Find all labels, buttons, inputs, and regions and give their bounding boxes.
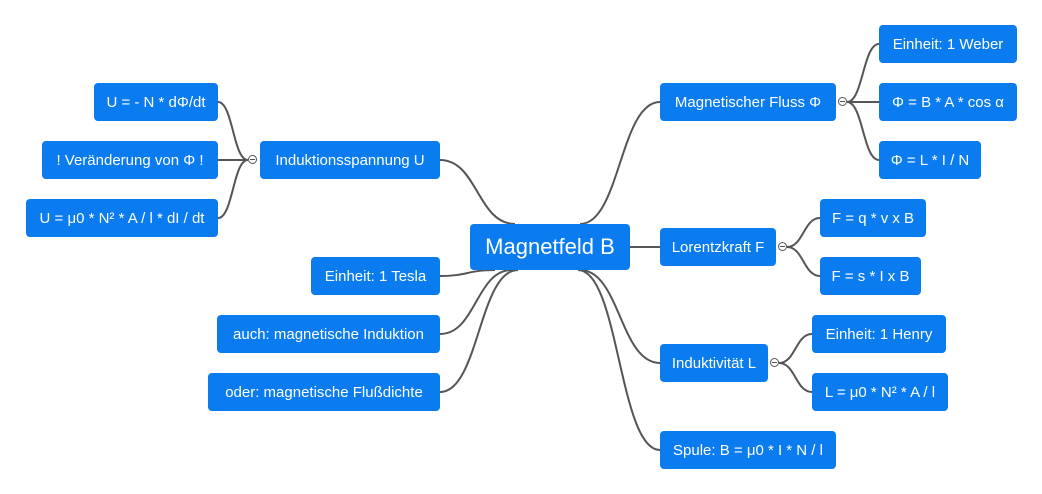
- node-einheit-henry[interactable]: Einheit: 1 Henry: [812, 315, 946, 353]
- connector-line: [846, 101, 880, 161]
- connector-line: [439, 159, 516, 225]
- connector-line: [577, 269, 661, 451]
- node-spule[interactable]: Spule: B = μ0 * I * N / l: [660, 431, 836, 469]
- node-fluss-formel[interactable]: Φ = B * A * cos α: [879, 83, 1017, 121]
- node-induktion-formel[interactable]: U = - N * dΦ/dt: [94, 83, 218, 121]
- node-lorentz-formel-2[interactable]: F = s * I x B: [820, 257, 921, 295]
- node-induktion-formel-2[interactable]: U = μ0 * N² * A / l * dI / dt: [26, 199, 218, 237]
- connector-line: [439, 269, 513, 335]
- node-induktivitaet[interactable]: Induktivität L: [660, 344, 768, 382]
- connector-line: [778, 362, 813, 393]
- connector-line: [439, 269, 496, 277]
- connector-line: [786, 217, 821, 248]
- node-lorentzkraft[interactable]: Lorentzkraft F: [660, 228, 776, 266]
- collapse-toggle-icon[interactable]: [778, 242, 787, 251]
- node-magnetische-induktion[interactable]: auch: magnetische Induktion: [217, 315, 440, 353]
- connector-line: [778, 333, 813, 364]
- node-magnetische-flussdichte[interactable]: oder: magnetische Flußdichte: [208, 373, 440, 411]
- node-lorentz-formel[interactable]: F = q * v x B: [820, 199, 926, 237]
- node-veraenderung-phi[interactable]: ! Veränderung von Φ !: [42, 141, 218, 179]
- connector-line: [439, 269, 519, 393]
- node-magnetischer-fluss[interactable]: Magnetischer Fluss Φ: [660, 83, 836, 121]
- collapse-toggle-icon[interactable]: [838, 97, 847, 106]
- connector-line: [846, 43, 880, 103]
- node-induktionsspannung[interactable]: Induktionsspannung U: [260, 141, 440, 179]
- connector-line: [217, 101, 249, 161]
- node-induktivitaet-formel[interactable]: L = μ0 * N² * A / l: [812, 373, 948, 411]
- connector-line: [786, 246, 821, 277]
- connector-line: [579, 101, 661, 225]
- node-einheit-tesla[interactable]: Einheit: 1 Tesla: [311, 257, 440, 295]
- connector-line: [579, 269, 661, 364]
- connector-line: [217, 159, 249, 219]
- node-fluss-formel-2[interactable]: Φ = L * I / N: [879, 141, 981, 179]
- node-einheit-weber[interactable]: Einheit: 1 Weber: [879, 25, 1017, 63]
- collapse-toggle-icon[interactable]: [770, 358, 779, 367]
- collapse-toggle-icon[interactable]: [248, 155, 257, 164]
- root-node[interactable]: Magnetfeld B: [470, 224, 630, 270]
